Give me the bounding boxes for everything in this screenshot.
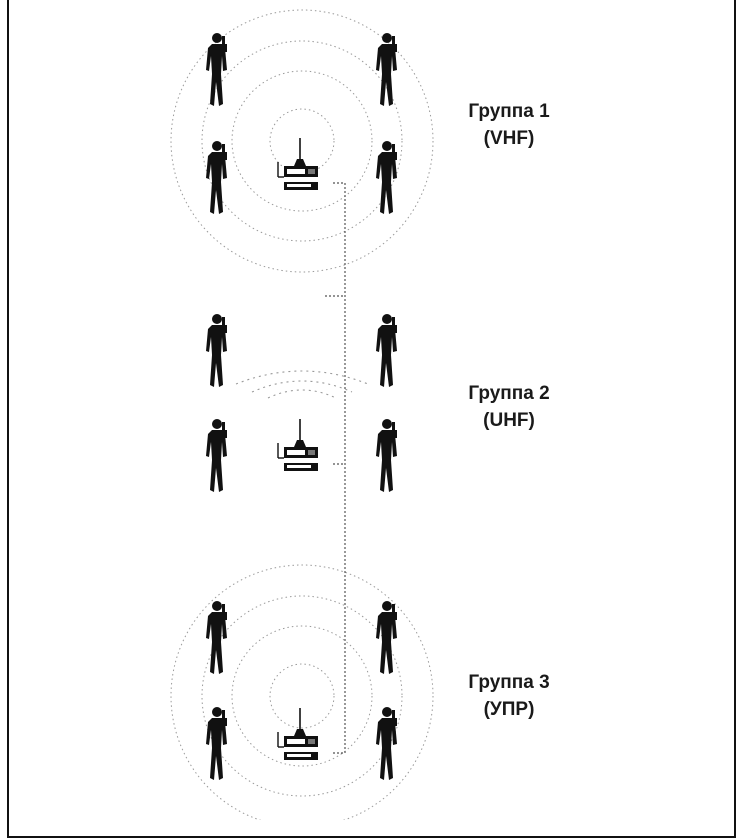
- group-2-operator: [376, 419, 397, 492]
- group-2-operator: [376, 314, 397, 387]
- group-3-operator: [376, 601, 397, 674]
- group-3-band: (УПР): [483, 699, 535, 720]
- group-1-operator: [376, 141, 397, 214]
- group-2-operator: [206, 419, 227, 492]
- group-1-operator: [206, 141, 227, 214]
- group-2-band: (UHF): [483, 410, 535, 431]
- group-1-operator: [376, 33, 397, 106]
- group-3-wave: [269, 663, 335, 729]
- group-3-waves: [170, 564, 434, 820]
- group-1-operator: [206, 33, 227, 106]
- group-1-band: (VHF): [483, 128, 535, 149]
- group-3-wave: [231, 625, 373, 767]
- group-2-wave: [251, 380, 353, 393]
- group-3-base-station: [277, 708, 319, 761]
- group-2-wave: [235, 370, 369, 385]
- group-1-wave: [231, 70, 373, 212]
- group-2-name: Группа 2: [468, 383, 550, 404]
- group-2-waves: [235, 370, 369, 399]
- network-diagram: [170, 9, 434, 820]
- group-3-wave: [201, 595, 403, 797]
- group-1-name: Группа 1: [468, 101, 550, 122]
- interconnect-cable: [325, 182, 346, 754]
- group-1-base-station: [277, 138, 319, 191]
- group-3-name: Группа 3: [468, 672, 550, 693]
- group-3-wave: [170, 564, 434, 820]
- group-1-wave: [170, 9, 434, 273]
- group-2-base-station: [277, 419, 319, 472]
- group-2-label: Группа 2 (UHF): [434, 380, 584, 434]
- group-1-wave: [201, 40, 403, 242]
- group-1-label: Группа 1 (VHF): [434, 98, 584, 152]
- group-3-label: Группа 3 (УПР): [434, 669, 584, 723]
- group-2-wave: [267, 389, 337, 399]
- group-3-operator: [206, 601, 227, 674]
- group-2-operator: [206, 314, 227, 387]
- group-3-operator: [376, 707, 397, 780]
- group-3-operator: [206, 707, 227, 780]
